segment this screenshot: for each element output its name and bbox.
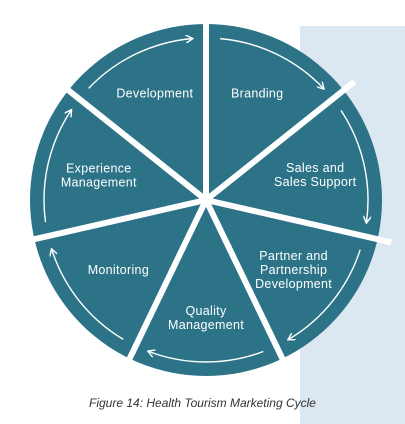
segment-divider xyxy=(203,198,292,373)
segment-label-line: Experience xyxy=(66,162,132,176)
segment-label-line: Partnership xyxy=(260,263,327,277)
segment-label: Branding xyxy=(231,87,283,101)
segment-divider xyxy=(55,79,208,203)
segment-divider xyxy=(204,79,357,203)
segment-label-line: Monitoring xyxy=(88,263,149,277)
segment-label-line: Management xyxy=(61,176,137,190)
segment-label-line: Sales and xyxy=(286,161,344,175)
segment-label: Development xyxy=(116,87,193,101)
segment-label-line: Branding xyxy=(231,87,283,101)
segment-label: Monitoring xyxy=(88,263,149,277)
segment-label-line: Sales Support xyxy=(274,175,357,189)
figure-caption: Figure 14: Health Tourism Marketing Cycl… xyxy=(89,396,316,410)
segment-label-line: Partner and xyxy=(259,249,328,263)
segment-label-line: Development xyxy=(255,277,332,291)
cycle-arrow xyxy=(52,250,124,340)
cycle-arrow xyxy=(340,110,368,222)
cycle-arrow xyxy=(88,39,192,89)
cycle-arrow xyxy=(43,110,71,223)
cycle-arrow xyxy=(220,37,323,89)
segment-label-line: Development xyxy=(116,87,193,101)
segment-label-line: Quality xyxy=(185,304,226,318)
segment-label-line: Management xyxy=(168,318,244,332)
cycle-arrow xyxy=(289,249,361,340)
cycle-arrow xyxy=(149,352,264,363)
segment-divider xyxy=(20,197,207,246)
segment-divider xyxy=(120,198,209,373)
segment-divider xyxy=(205,197,392,246)
